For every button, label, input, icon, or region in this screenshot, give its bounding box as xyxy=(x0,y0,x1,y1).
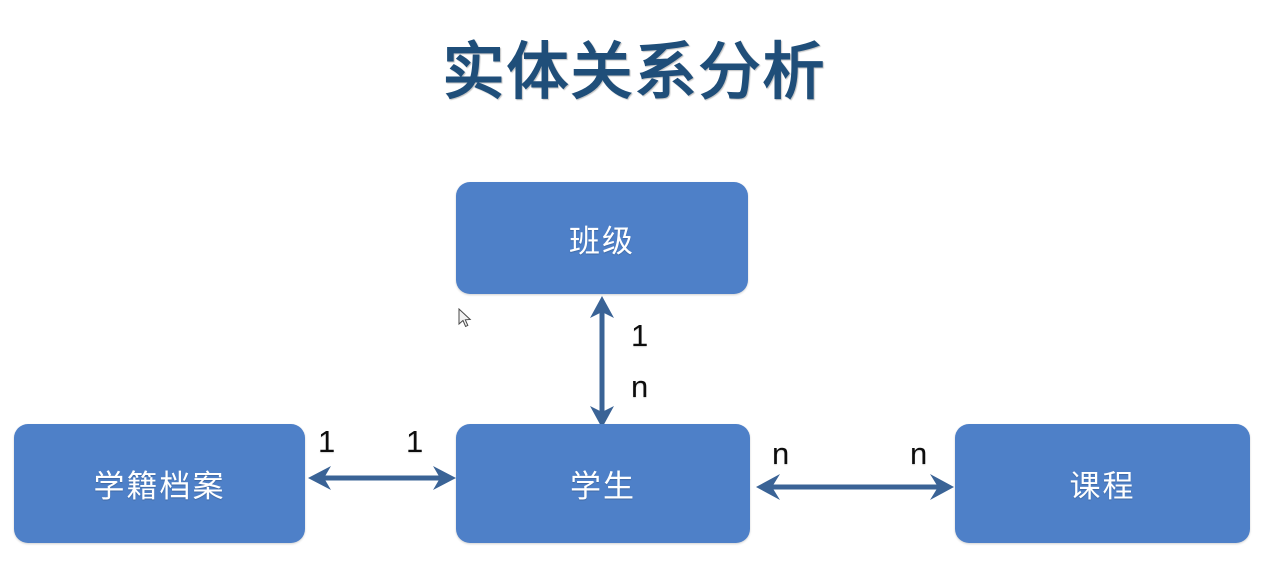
entity-box-class[interactable]: 班级 xyxy=(456,182,748,294)
connector-student-course xyxy=(756,474,954,500)
cardinality-label-student-side-vertical: n xyxy=(631,369,649,404)
connector-class-student xyxy=(590,296,614,428)
connector-record-student xyxy=(308,466,456,490)
entity-label-class: 班级 xyxy=(569,223,635,259)
entity-label-course: 课程 xyxy=(1069,469,1136,504)
cardinality-label-student-side-left: 1 xyxy=(406,424,424,459)
cardinality-label-course-side: n xyxy=(910,436,928,471)
mouse-pointer-icon xyxy=(458,308,472,328)
cardinality-label-student-side-right: n xyxy=(772,436,790,471)
page-title: 实体关系分析 xyxy=(442,38,827,107)
entity-label-student: 学生 xyxy=(570,469,636,504)
cardinality-label-record-side: 1 xyxy=(318,424,336,459)
entity-box-student[interactable]: 学生 xyxy=(456,424,750,543)
entity-box-course[interactable]: 课程 xyxy=(955,424,1250,543)
entity-label-student-record: 学籍档案 xyxy=(93,469,226,504)
cardinality-label-class-side: 1 xyxy=(631,318,649,353)
entity-box-student-record[interactable]: 学籍档案 xyxy=(14,424,305,543)
